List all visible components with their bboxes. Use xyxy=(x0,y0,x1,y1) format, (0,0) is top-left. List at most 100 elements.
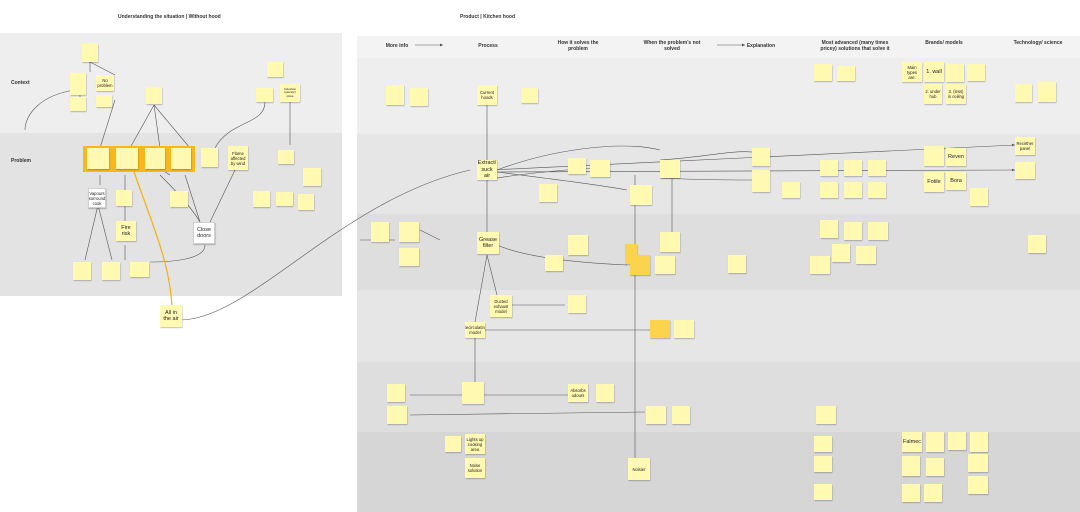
sticky-note[interactable] xyxy=(545,255,563,271)
close-doors-note[interactable]: Close doors xyxy=(193,222,215,244)
grease-filter-note[interactable]: Grease filter xyxy=(477,232,499,254)
sticky-note[interactable] xyxy=(145,148,165,169)
sticky-note[interactable] xyxy=(926,458,944,476)
no-problem-note[interactable]: No problem xyxy=(96,75,114,91)
sticky-note[interactable] xyxy=(1038,82,1056,102)
sticky-note[interactable] xyxy=(968,454,988,472)
sticky-note[interactable] xyxy=(253,191,270,207)
sticky-note[interactable] xyxy=(968,476,988,494)
fire-risk-note[interactable]: Fire risk xyxy=(116,221,136,241)
sticky-note[interactable] xyxy=(926,432,944,452)
sticky-note[interactable] xyxy=(782,182,800,198)
sticky-note[interactable] xyxy=(276,192,293,206)
sticky-note[interactable] xyxy=(902,456,920,476)
all-in-air-note[interactable]: All in the air xyxy=(160,305,182,327)
noise-solution-note[interactable]: Noise solution xyxy=(465,458,485,478)
sticky-note[interactable] xyxy=(386,85,404,105)
sticky-note[interactable] xyxy=(924,484,942,502)
sticky-note[interactable] xyxy=(814,436,832,452)
sticky-note[interactable] xyxy=(902,484,920,502)
brand-falmec-note[interactable]: Falmec xyxy=(902,432,922,452)
sticky-note[interactable] xyxy=(590,160,610,177)
sticky-note[interactable] xyxy=(146,87,162,104)
sticky-note[interactable] xyxy=(1015,162,1035,179)
ducted-exhaust-note[interactable]: Ducted exhaust model xyxy=(490,295,512,317)
main-types-note[interactable]: Main types are: xyxy=(902,62,922,82)
sticky-note[interactable] xyxy=(868,182,886,198)
recirc-panel-note[interactable]: Recirther panel xyxy=(1015,137,1035,155)
sticky-note[interactable] xyxy=(445,436,461,452)
sticky-note[interactable] xyxy=(73,262,91,280)
sticky-note[interactable] xyxy=(87,148,109,169)
sticky-note[interactable] xyxy=(728,255,746,273)
sticky-note[interactable] xyxy=(278,150,294,164)
sticky-note[interactable] xyxy=(924,146,944,166)
sticky-note[interactable] xyxy=(646,406,666,424)
sticky-note[interactable] xyxy=(201,148,218,167)
sticky-note[interactable] xyxy=(816,406,836,424)
induction-stove-note[interactable]: Induction (electric) stove xyxy=(280,84,300,102)
sticky-note[interactable] xyxy=(967,64,985,81)
sticky-note[interactable] xyxy=(868,222,888,240)
brand-reven-note[interactable]: Reven xyxy=(946,148,966,166)
sticky-note[interactable] xyxy=(970,188,988,206)
sticky-note-orange[interactable] xyxy=(630,255,650,275)
sticky-note[interactable] xyxy=(96,95,112,107)
sticky-note[interactable] xyxy=(856,246,876,264)
brand-bora-note[interactable]: Bora xyxy=(946,172,966,190)
sticky-note[interactable] xyxy=(116,148,138,169)
sticky-note[interactable] xyxy=(820,220,838,238)
sticky-note[interactable] xyxy=(814,484,832,500)
sticky-note[interactable] xyxy=(521,88,538,103)
sticky-note[interactable] xyxy=(70,97,86,111)
sticky-note[interactable] xyxy=(387,406,407,424)
sticky-note[interactable] xyxy=(462,382,484,404)
sticky-note[interactable] xyxy=(410,88,428,106)
sticky-note[interactable] xyxy=(832,244,850,262)
recirculating-model-note[interactable]: Recirculating model xyxy=(465,322,485,338)
sticky-note[interactable] xyxy=(399,222,419,242)
sticky-note[interactable] xyxy=(387,384,405,402)
sticky-note[interactable] xyxy=(596,384,614,402)
sticky-note[interactable] xyxy=(660,160,680,178)
sticky-note[interactable] xyxy=(116,190,132,206)
sticky-note[interactable] xyxy=(568,295,586,313)
sticky-note-orange[interactable] xyxy=(650,320,670,338)
sticky-note[interactable] xyxy=(267,62,283,77)
sticky-note[interactable] xyxy=(752,148,770,166)
sticky-note[interactable] xyxy=(298,194,314,210)
sticky-note[interactable] xyxy=(1015,84,1032,102)
sticky-note[interactable] xyxy=(844,160,862,176)
sticky-note[interactable] xyxy=(810,256,830,274)
sticky-note[interactable] xyxy=(568,235,588,255)
sticky-note[interactable] xyxy=(399,248,419,266)
sticky-note[interactable] xyxy=(970,432,988,452)
sticky-note[interactable] xyxy=(303,168,321,186)
sticky-note[interactable] xyxy=(371,222,389,242)
vapours-note[interactable]: Vapours surround cook xyxy=(88,188,106,208)
sticky-note[interactable] xyxy=(814,64,832,81)
sticky-note[interactable] xyxy=(946,64,964,82)
sticky-note[interactable] xyxy=(820,160,838,176)
noisier-note[interactable]: Noisier xyxy=(628,458,650,480)
brand-fotile-note[interactable]: Fotile xyxy=(924,172,944,192)
sticky-note[interactable] xyxy=(70,73,86,95)
sticky-note[interactable] xyxy=(82,44,98,62)
sticky-note[interactable] xyxy=(844,182,862,198)
sticky-note[interactable] xyxy=(630,185,652,205)
type-wall-note[interactable]: 1. wall xyxy=(924,62,944,82)
sticky-note[interactable] xyxy=(820,182,838,198)
flame-wind-note[interactable]: Flame affected by wind xyxy=(228,146,248,170)
sticky-note[interactable] xyxy=(102,262,120,280)
sticky-note[interactable] xyxy=(752,170,770,192)
sticky-note[interactable] xyxy=(660,232,680,252)
sticky-note[interactable] xyxy=(948,432,966,450)
current-hoods-note[interactable]: Current hoods xyxy=(477,85,497,105)
sticky-note[interactable] xyxy=(1028,235,1046,253)
absorbs-odours-note[interactable]: Absorbs odours xyxy=(568,384,588,402)
lights-up-note[interactable]: Lights up cooking area xyxy=(465,434,485,454)
sticky-note[interactable] xyxy=(130,262,149,277)
sticky-note[interactable] xyxy=(568,158,586,174)
sticky-note[interactable] xyxy=(844,222,862,240)
